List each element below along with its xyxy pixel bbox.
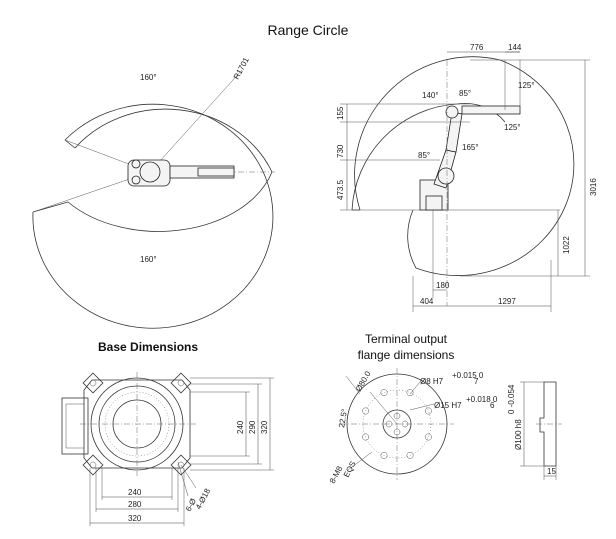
base-dim-320-h-label: 320 (128, 514, 142, 523)
top-view-radius-line (149, 69, 243, 173)
flange-eqs-label: EQS (342, 460, 358, 479)
base-lug-bl (82, 454, 104, 476)
wedge-line-top (64, 139, 76, 149)
flange-tol8-label: +0.015 0 (452, 371, 484, 380)
flange-side-outline (539, 381, 557, 467)
base-hole-bl (89, 461, 97, 469)
flange-hole8-label: Ø8 H7 (420, 377, 444, 386)
sweep-angle-lower-label: 160° (140, 255, 157, 264)
base-holes-4-label: 4-Ø18 (194, 487, 213, 511)
dim-1022-label: 1022 (562, 236, 571, 254)
dim-1297-label: 1297 (498, 297, 516, 306)
flange-rosette-hole-1 (393, 412, 401, 420)
flange-bolt-hole (424, 433, 432, 441)
terminal-title-line1: Terminal output (364, 332, 448, 346)
base-drawing: 240 290 320 240 280 320 4-Ø18 6-Ø (61, 372, 274, 526)
dim-776-label: 776 (470, 43, 484, 52)
flange-side-tol-label: 0 -0.054 (507, 384, 516, 414)
top-view-outer-arc (32, 103, 274, 329)
base-dim-320-v-label: 320 (260, 420, 269, 434)
top-view-range: 160° 160° R1701 (32, 55, 275, 329)
angle-label-125-upper: 125° (518, 81, 535, 90)
angle-label-140: 140° (422, 91, 439, 100)
angle-label-165: 165° (462, 143, 479, 152)
flange-hole15-leader (409, 403, 435, 411)
flange-bolt-holes (362, 389, 432, 459)
base-hole-tl (89, 379, 97, 387)
dim-155-label: 155 (336, 106, 345, 120)
dim-180-label: 180 (436, 281, 450, 290)
terminal-flange-title: Terminal output flange dimensions (346, 331, 466, 363)
flange-angle-line (369, 391, 398, 425)
base-lug-tr (170, 372, 192, 394)
flange-dia80-label: Ø80.0 (354, 369, 373, 393)
robot-top-silhouette (127, 159, 235, 187)
base-dim-240-v-label: 240 (236, 420, 245, 434)
wedge-line-bottom (32, 201, 69, 213)
flange-rosette-hole-2 (393, 428, 401, 436)
base-hole-leader-a (180, 464, 197, 489)
flange-side-profile: Ø100 h8 0 -0.054 15 (507, 381, 562, 480)
flange-side-thk-label: 15 (547, 467, 556, 476)
sweep-angle-upper-label: 160° (140, 73, 157, 82)
flange-bolt-hole (380, 389, 388, 397)
angle-label-125-lower: 125° (504, 123, 521, 132)
terminal-title-line2: flange dimensions (357, 348, 455, 362)
flange-bolt-hole (362, 433, 370, 441)
flange-depth15-label: 6 (490, 401, 495, 410)
flange-side-dia-label: Ø100 h8 (514, 419, 523, 450)
flange-bolt-hole (362, 407, 370, 415)
flange-hole15-label: Ø15 H7 (434, 401, 462, 410)
base-cable-box-inner (65, 403, 85, 449)
base-holes-6-label: 6-Ø (184, 497, 198, 513)
base-dimensions-title: Base Dimensions (98, 340, 199, 354)
angle-label-85-left: 85° (418, 151, 430, 160)
base-lug-tl (82, 372, 104, 394)
base-hole-tr (177, 379, 185, 387)
radius-label: R1701 (232, 55, 251, 81)
base-dim-240-h-label: 240 (128, 488, 142, 497)
page-title: Range Circle (267, 22, 349, 38)
angle-label-85-top: 85° (459, 89, 471, 98)
flange-drawing: Ø80.0 Ø8 H7 +0.015 0 7 Ø15 H7 +0.018 0 6… (328, 368, 498, 485)
flange-bolt-hole (380, 451, 388, 459)
flange-tol15-label: +0.018 0 (466, 395, 498, 404)
flange-angle-label: 22.5° (337, 408, 349, 428)
dim-404-label: 404 (420, 297, 434, 306)
base-lug-br (170, 454, 192, 476)
dim-473-label: 473.5 (336, 179, 345, 200)
flange-m8-leader (347, 451, 373, 471)
dim-144-label: 144 (508, 43, 522, 52)
side-view-range: 776 144 140° 85° 125° 125° 85° 165° 155 … (336, 43, 598, 312)
flange-rosette-hole-3 (385, 420, 393, 428)
flange-bolt-hole (406, 451, 414, 459)
flange-dia80-leader (345, 375, 361, 395)
flange-depth8-label: 7 (474, 377, 479, 386)
flange-hole8-leader (409, 381, 421, 395)
flange-bolt-hole (406, 389, 414, 397)
flange-bolt-hole (424, 407, 432, 415)
dim-730-label: 730 (336, 144, 345, 158)
base-cable-box (61, 397, 89, 455)
base-hole-br (177, 461, 185, 469)
flange-rosette-hole-4 (401, 420, 409, 428)
base-hole-leader-b (177, 461, 189, 497)
base-dim-290-v-label: 290 (248, 420, 257, 434)
dim-3016-label: 3016 (589, 178, 598, 196)
base-dim-280-h-label: 280 (128, 500, 142, 509)
